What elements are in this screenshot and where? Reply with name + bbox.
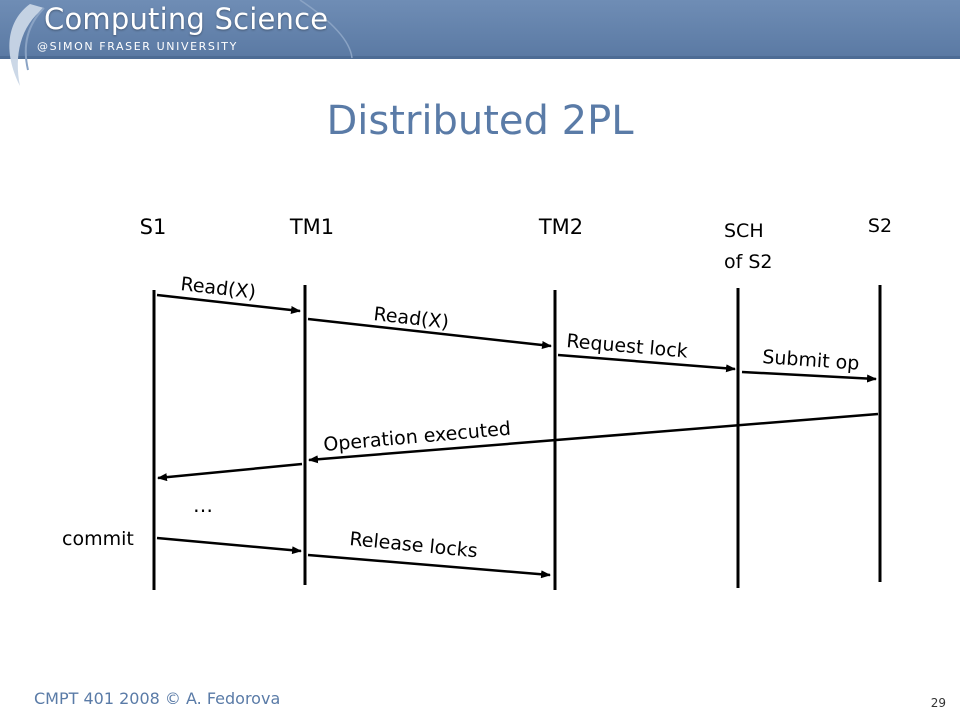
participant-tm1: TM1	[289, 215, 334, 239]
label-release-locks: Release locks	[349, 528, 479, 562]
university-logo-swoosh-icon	[9, 0, 353, 86]
participant-s1: S1	[140, 215, 167, 239]
participant-tm2: TM2	[538, 215, 583, 239]
participant-sch-line2: of S2	[724, 251, 773, 273]
arrow-release-locks	[307, 553, 551, 579]
slide-title: Distributed 2PL	[326, 98, 634, 144]
arrow-request-lock	[557, 353, 736, 373]
participant-sch-line1: SCH	[724, 220, 764, 242]
label-submit-op: Submit op	[762, 346, 860, 375]
label-commit: commit	[62, 528, 134, 550]
arrow-read-s1-tm1	[156, 293, 301, 314]
participant-s2: S2	[868, 215, 892, 237]
arrow-submit-op	[741, 370, 877, 383]
footer-credit: CMPT 401 2008 © A. Fedorova	[34, 689, 281, 708]
brand-name: Computing Science	[44, 2, 329, 36]
arrow-operation-executed	[308, 412, 879, 464]
page-number: 29	[930, 696, 946, 710]
header-bar	[0, 0, 960, 56]
label-read-tm1-tm2: Read(X)	[372, 303, 450, 333]
header-divider	[0, 56, 960, 59]
arrow-commit-s1-tm1	[156, 536, 302, 555]
arrow-read-tm1-tm2	[307, 317, 552, 349]
university-name: @SIMON FRASER UNIVERSITY	[37, 40, 238, 53]
arrow-tm1-to-s1	[157, 462, 303, 482]
label-ellipsis: …	[193, 493, 213, 517]
